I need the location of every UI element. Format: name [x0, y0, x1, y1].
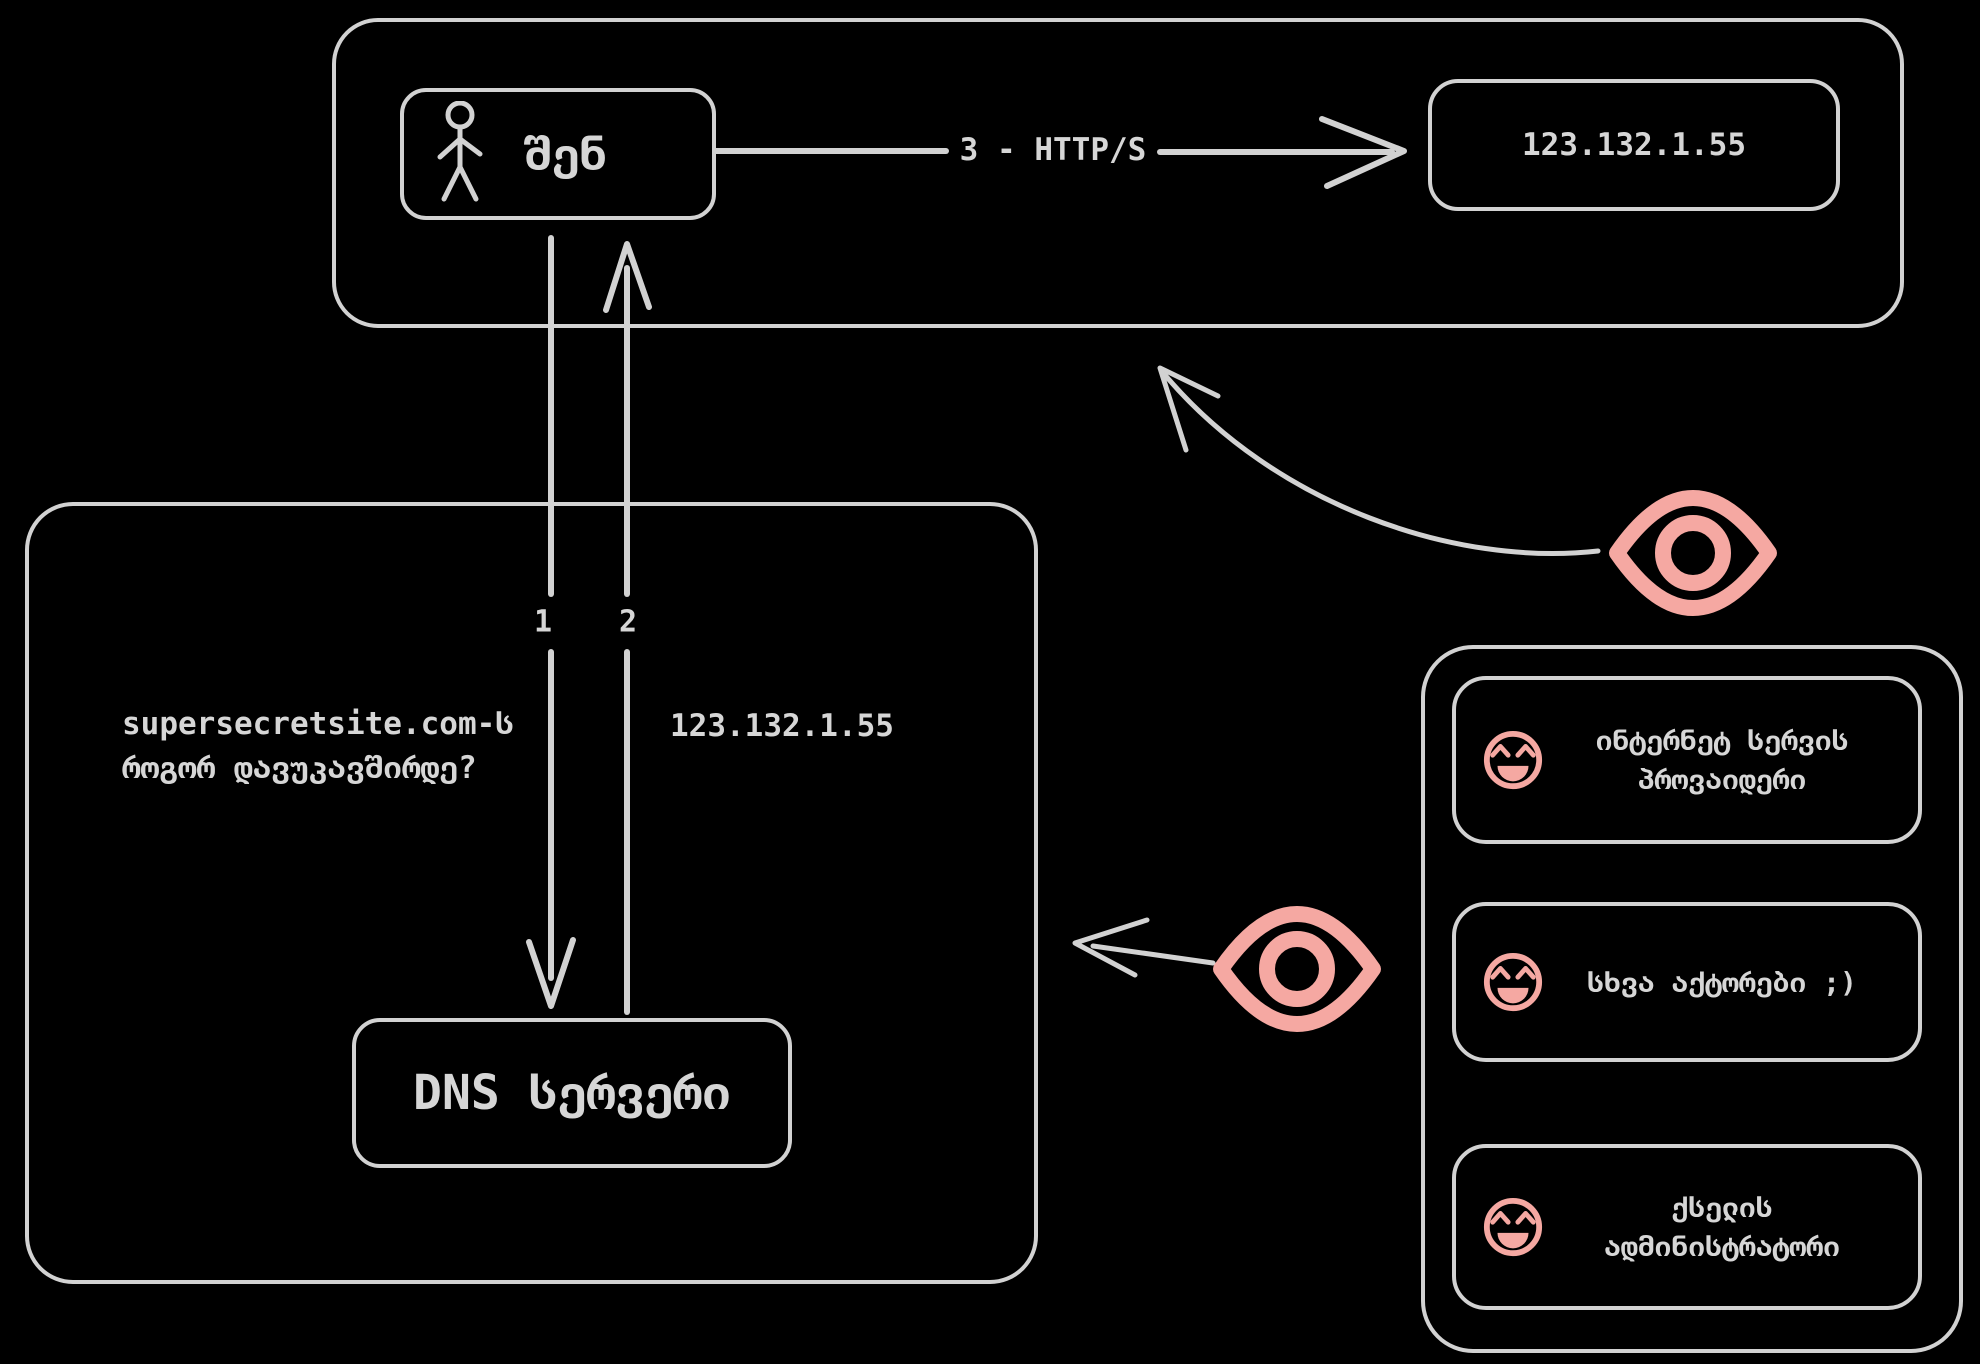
http-arrow-label: 3 - HTTP/S	[953, 132, 1153, 168]
dns-request-arrow-label: 1	[527, 604, 559, 640]
user-node: შენ	[400, 88, 716, 220]
observer-item-network-admin: ქსელის ადმინისტრატორი	[1452, 1144, 1922, 1310]
eavesdrop-arrow-left	[1072, 917, 1216, 978]
grinning-squint-face-icon	[1483, 730, 1543, 790]
web-server-ip: 123.132.1.55	[1522, 127, 1746, 163]
eavesdrop-arrow-top	[1157, 365, 1601, 556]
grinning-squint-face-icon	[1483, 1197, 1543, 1257]
dns-server-node: DNS სერვერი	[352, 1018, 792, 1168]
observer-label-line: სხვა აქტორები ;)	[1587, 965, 1857, 999]
eye-icon	[1213, 906, 1381, 1032]
dns-response-ip: 123.132.1.55	[670, 708, 894, 744]
observer-label-line: პროვაიდერი	[1637, 763, 1807, 796]
user-label: შენ	[524, 127, 608, 181]
eye-icon	[1609, 490, 1777, 616]
observer-item-other-actors: სხვა აქტორები ;)	[1452, 902, 1922, 1062]
dns-server-label: DNS სერვერი	[413, 1065, 731, 1121]
dns-response-arrow-label: 2	[612, 604, 644, 640]
grinning-squint-face-icon	[1483, 952, 1543, 1012]
observer-label-other-actors: სხვა აქტორები ;)	[1544, 963, 1918, 1002]
dns-question-line1: supersecretsite.com-ს	[122, 706, 514, 742]
observer-item-isp: ინტერნეტ სერვის პროვაიდერი	[1452, 676, 1922, 844]
observer-label-line: ინტერნეტ სერვის	[1595, 724, 1849, 757]
web-server-node: 123.132.1.55	[1428, 79, 1840, 211]
stick-figure-icon	[437, 101, 483, 202]
observer-label-network-admin: ქსელის ადმინისტრატორი	[1544, 1188, 1918, 1266]
dns-question: supersecretsite.com-ს როგორ დავუკავშირდე…	[122, 702, 514, 790]
observer-label-line: ქსელის	[1671, 1191, 1773, 1224]
dns-question-line2: როგორ დავუკავშირდე?	[122, 750, 477, 786]
observer-label-isp: ინტერნეტ სერვის პროვაიდერი	[1544, 721, 1918, 799]
observer-label-line: ადმინისტრატორი	[1603, 1230, 1840, 1263]
